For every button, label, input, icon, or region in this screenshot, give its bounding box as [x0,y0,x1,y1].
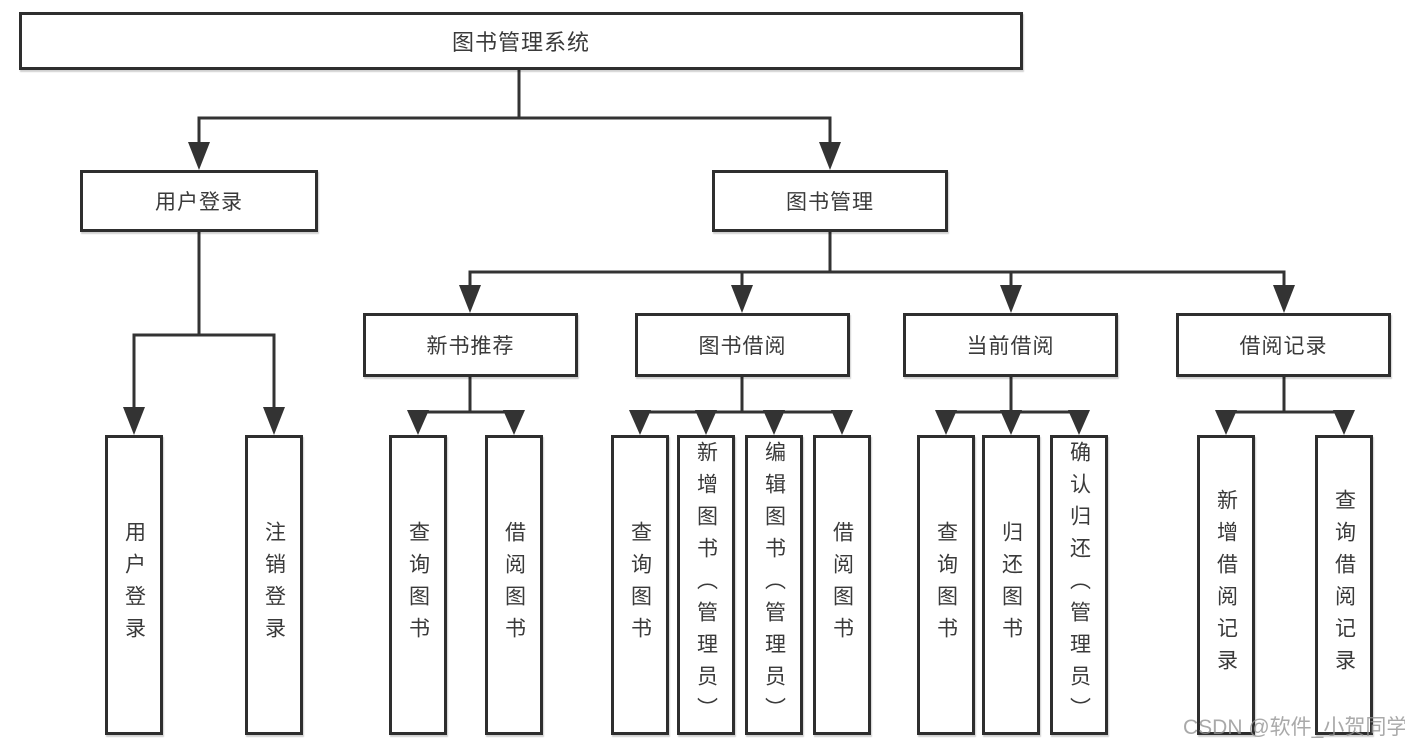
node-new-book-recommend: 新书推荐 [363,313,578,377]
node-label: 注销登录 [262,521,286,649]
leaf-nbr-query-books: 查询图书 [389,435,447,735]
node-root: 图书管理系统 [19,12,1023,70]
connector-book-borrow-to-leaves [629,377,853,435]
connector-root-to-level2 [188,70,841,170]
node-label: 新增图书（管理员） [694,441,718,729]
connector-new-book-recommend-to-leaves [407,377,525,435]
arrow-down-icon [503,410,525,435]
node-user-login: 用户登录 [80,170,318,232]
node-label: 查询图书 [406,521,430,649]
arrow-down-icon [1000,410,1022,435]
connector-current-borrow-to-leaves [935,377,1090,435]
arrow-down-icon [935,410,957,435]
node-label: 确认归还（管理员） [1067,441,1091,729]
node-label: 查询借阅记录 [1332,489,1356,681]
node-book-borrow: 图书借阅 [635,313,850,377]
node-borrow-records: 借阅记录 [1176,313,1391,377]
arrow-down-icon [763,410,785,435]
leaf-br-query-record: 查询借阅记录 [1315,435,1373,735]
node-label: 用户登录 [155,191,243,214]
node-label: 借阅图书 [502,521,526,649]
node-label: 新书推荐 [426,335,515,358]
arrow-down-icon [1273,285,1295,313]
arrow-down-icon [1000,285,1022,313]
node-label: 图书管理 [786,191,874,214]
leaf-bb-query-books: 查询图书 [611,435,669,735]
leaf-br-add-record: 新增借阅记录 [1197,435,1255,735]
connector-book-management-to-level3 [459,232,1295,313]
arrow-down-icon [731,285,753,313]
node-label: 用户登录 [122,521,146,649]
node-label: 查询图书 [934,521,958,649]
arrow-down-icon [188,142,210,170]
arrow-down-icon [263,407,285,435]
watermark: CSDN @软件_小贺同学 [1183,716,1405,739]
arrow-down-icon [1333,410,1355,435]
leaf-bb-borrow-books: 借阅图书 [813,435,871,735]
node-label: 图书借阅 [698,335,787,358]
arrow-down-icon [629,410,651,435]
node-label: 借阅图书 [830,521,854,649]
leaf-bb-add-books-admin: 新增图书（管理员） [677,435,735,735]
arrow-down-icon [819,142,841,170]
leaf-logout-login: 注销登录 [245,435,303,735]
arrow-down-icon [831,410,853,435]
leaf-bb-edit-books-admin: 编辑图书（管理员） [745,435,803,735]
arrow-down-icon [459,285,481,313]
arrow-down-icon [1215,410,1237,435]
node-label: 查询图书 [628,521,652,649]
connector-user-login-to-leaves [123,232,285,435]
node-label: 当前借阅 [966,335,1055,358]
arrow-down-icon [123,407,145,435]
node-label: 归还图书 [999,521,1023,649]
connector-borrow-records-to-leaves [1215,377,1355,435]
leaf-cb-return-books: 归还图书 [982,435,1040,735]
node-label: 编辑图书（管理员） [762,441,786,729]
node-label: 图书管理系统 [451,30,590,55]
node-label: 新增借阅记录 [1214,489,1238,681]
node-current-borrow: 当前借阅 [903,313,1118,377]
leaf-cb-query-books: 查询图书 [917,435,975,735]
arrow-down-icon [407,410,429,435]
node-label: 借阅记录 [1239,335,1328,358]
arrow-down-icon [1068,410,1090,435]
node-book-management: 图书管理 [712,170,948,232]
arrow-down-icon [695,410,717,435]
leaf-user-login: 用户登录 [105,435,163,735]
leaf-nbr-borrow-books: 借阅图书 [485,435,543,735]
leaf-cb-confirm-return-admin: 确认归还（管理员） [1050,435,1108,735]
